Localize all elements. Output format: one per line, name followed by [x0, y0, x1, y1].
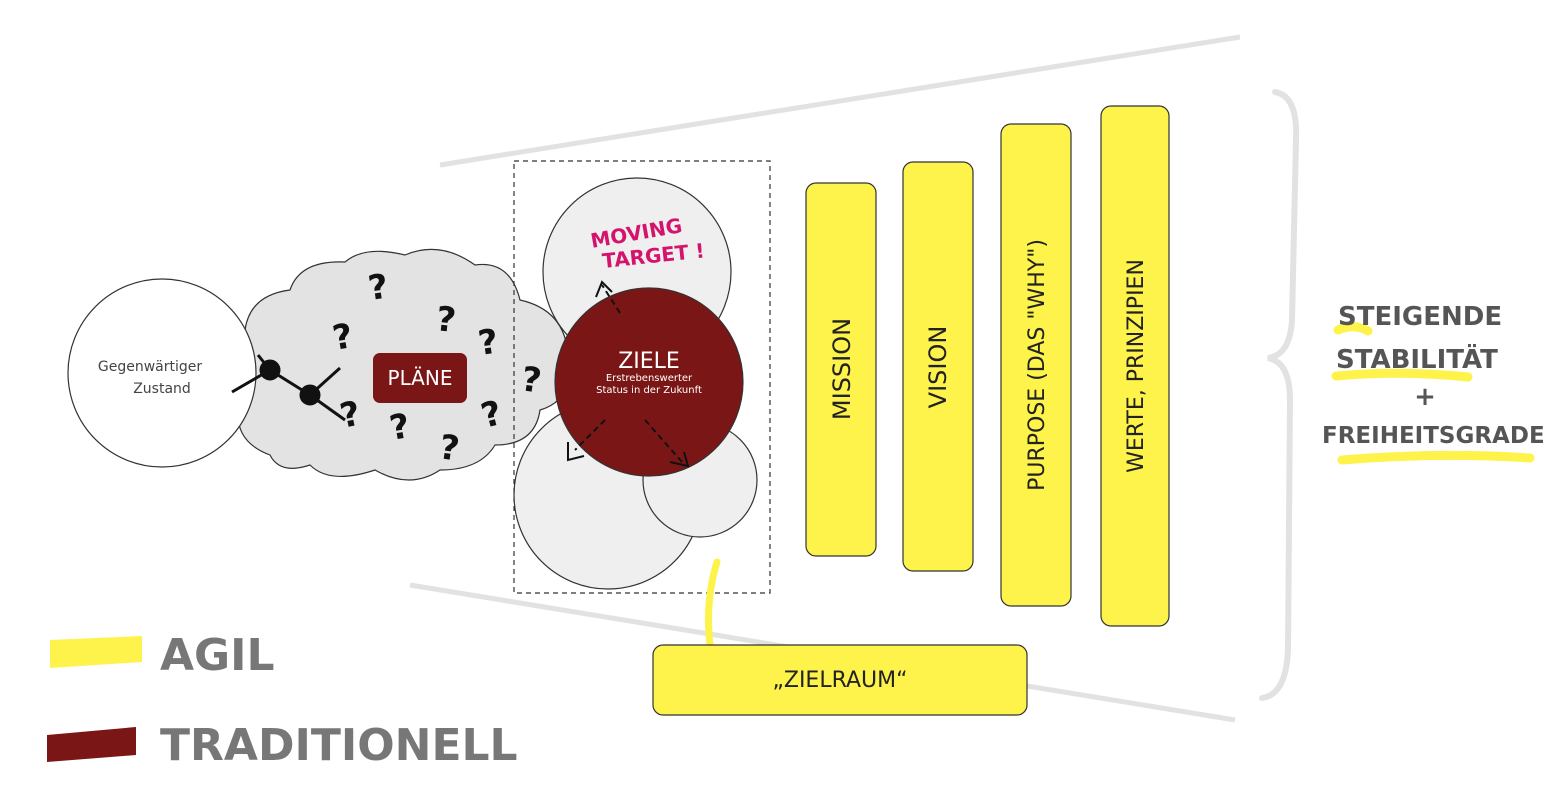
zielraum-label: „ZIELRAUM“: [772, 668, 907, 693]
legend-agil-swatch: [50, 636, 142, 668]
decision-branch: [231, 354, 346, 422]
pillar-mission-label: MISSION: [828, 318, 856, 420]
goal-area-dashed-box: [513, 160, 771, 594]
legend-traditional-swatch: [47, 727, 136, 762]
pillar-vision: VISION: [902, 161, 974, 572]
note-line2: STABILITÄT: [1336, 343, 1498, 375]
pillar-values: WERTE, PRINZIPIEN: [1100, 105, 1170, 627]
pillar-values-label: WERTE, PRINZIPIEN: [1124, 259, 1149, 473]
goals-title: ZIELE: [618, 349, 680, 374]
right-note: STEIGENDE STABILITÄT + FREIHEITSGRADE: [1322, 302, 1545, 465]
legend: AGIL TRADITIONELL: [47, 630, 518, 771]
note-line4: FREIHEITSGRADE: [1322, 423, 1545, 449]
current-state-line2: Zustand: [133, 381, 191, 397]
zielraum-box: [652, 644, 1028, 716]
pillar-purpose: PURPOSE (DAS "WHY"): [1000, 123, 1072, 607]
zielraum-connector: [705, 558, 721, 649]
legend-traditional-label: TRADITIONELL: [160, 720, 518, 771]
question-marks: ? ? ? ? ? ? ? ? ?: [330, 267, 544, 470]
plans-box: [373, 353, 467, 403]
legend-agil-label: AGIL: [160, 630, 275, 681]
pillar-vision-label: VISION: [924, 326, 952, 409]
funnel-top-line: [439, 34, 1241, 168]
svg-text:?: ?: [434, 299, 458, 341]
current-state-circle: [67, 278, 257, 468]
goals-subtitle-line1: Erstrebenswerter: [606, 373, 693, 384]
moving-arrows: [567, 280, 690, 468]
note-line1: STEIGENDE: [1338, 302, 1502, 332]
current-state-line1: Gegenwärtiger: [98, 359, 202, 375]
note-line3: +: [1414, 382, 1436, 412]
goals-circle: [554, 287, 744, 477]
goals-subtitle-line2: Status in der Zukunft: [596, 385, 702, 396]
pillar-purpose-label: PURPOSE (DAS "WHY"): [1025, 239, 1050, 491]
pillar-mission: MISSION: [805, 182, 877, 557]
curly-brace: [1259, 89, 1300, 701]
plans-label: PLÄNE: [388, 366, 453, 390]
